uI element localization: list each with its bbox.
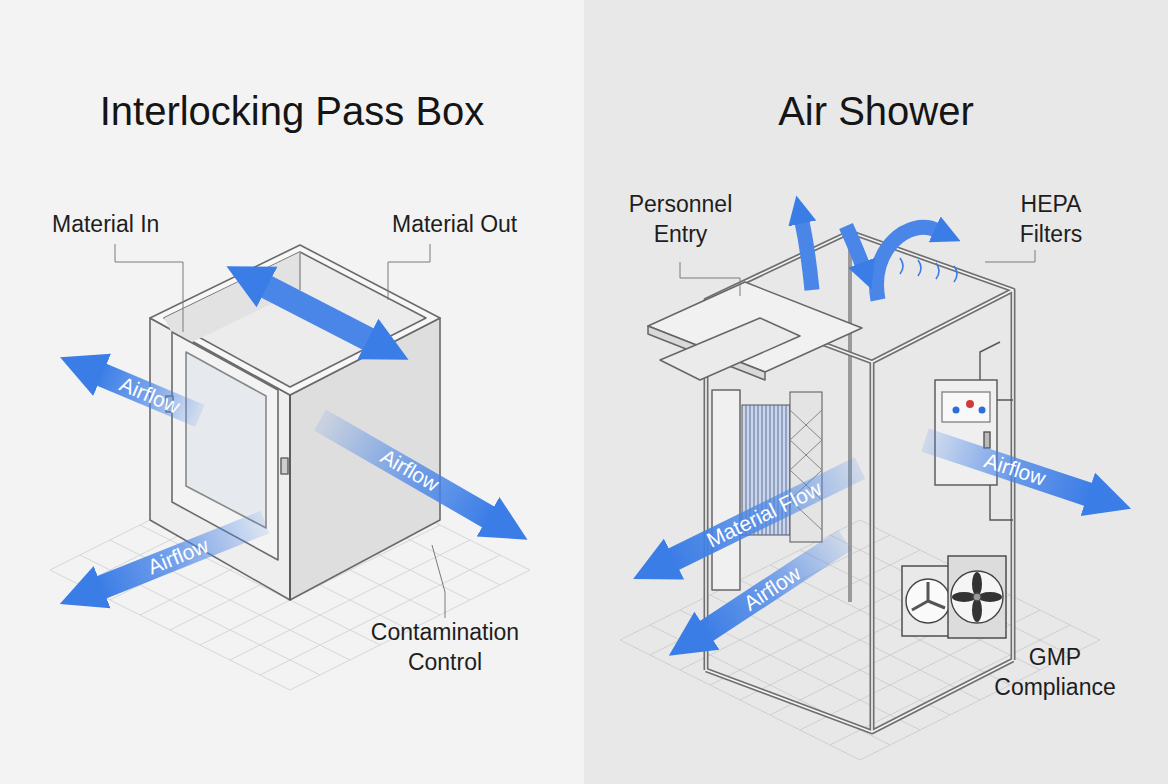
floor-grid	[830, 625, 1070, 745]
floor-grid	[770, 595, 1010, 715]
leader-line	[680, 262, 740, 296]
leader-line	[985, 250, 1035, 262]
control-box	[953, 407, 960, 414]
flow-arrow	[100, 286, 1090, 632]
flow-arrow	[100, 522, 265, 588]
fan-unit	[906, 579, 950, 623]
panel-heading: Interlocking Pass Box	[0, 88, 584, 134]
leader-line	[115, 244, 183, 332]
flow-arrow	[100, 374, 200, 416]
flow-arrow	[876, 227, 936, 300]
leader-line	[115, 244, 1035, 618]
callout-label: Material Out	[392, 210, 517, 240]
leader-line	[388, 244, 430, 300]
panel-heading: Air Shower	[584, 88, 1168, 134]
leader-line	[432, 545, 445, 618]
fan-unit	[912, 582, 945, 610]
fan-unit	[902, 556, 1006, 638]
pass-box	[289, 395, 291, 600]
air-swirl	[900, 258, 903, 274]
callout-label: Personnel Entry	[613, 190, 748, 250]
control-box	[979, 407, 986, 414]
air-swirl	[954, 266, 957, 282]
fan-unit	[948, 556, 1006, 638]
flow-arrow	[846, 226, 862, 264]
flow-arrow	[320, 420, 490, 518]
control-box	[935, 342, 1013, 520]
hepa-filter	[790, 392, 822, 542]
floor-grid	[860, 640, 1100, 760]
air-swirl	[918, 260, 921, 276]
floor-grid	[290, 570, 530, 690]
fan-unit	[902, 566, 954, 636]
pass-box	[299, 252, 301, 290]
pass-box	[186, 352, 266, 528]
callout-label: GMP Compliance	[975, 643, 1135, 703]
callout-label: Material In	[52, 210, 159, 240]
control-box	[984, 432, 990, 448]
flow-arrow	[925, 440, 1090, 495]
control-box	[966, 400, 974, 408]
pass-box	[281, 458, 288, 474]
flow-arrow	[802, 222, 812, 290]
control-box	[942, 392, 990, 422]
entry-panel	[712, 390, 740, 590]
air-swirl	[900, 258, 957, 282]
entry-panel	[660, 318, 800, 380]
flow-arrow	[802, 222, 936, 300]
air-swirl	[936, 263, 939, 279]
flow-arrow	[265, 286, 370, 340]
fan-unit	[973, 593, 981, 601]
flow-arrow	[705, 540, 845, 632]
fan-unit	[951, 571, 1003, 623]
panel-band: Air Shower	[584, 0, 1168, 784]
callout-label: HEPA Filters	[995, 190, 1107, 250]
